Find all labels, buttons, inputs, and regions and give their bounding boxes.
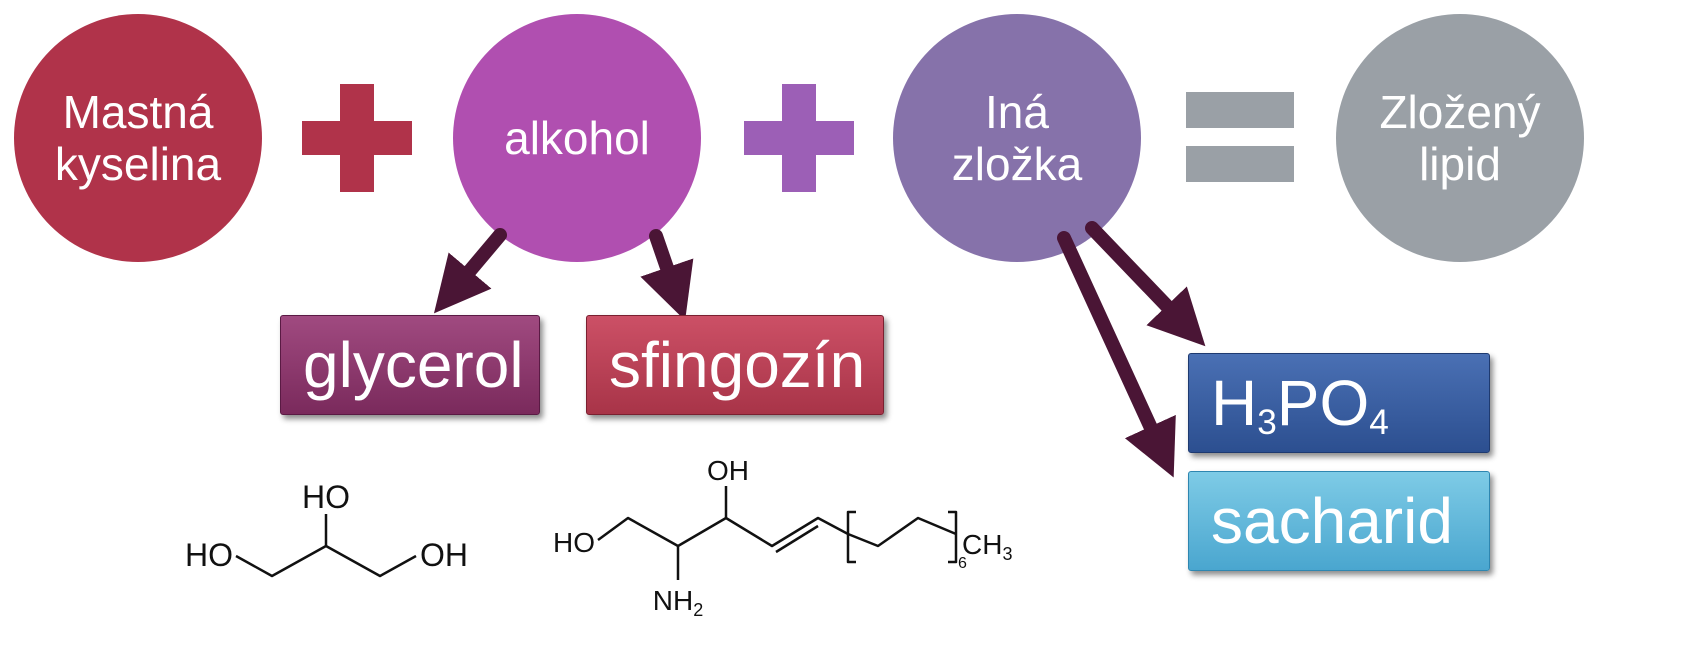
sphingosine-ho: HO [553,527,595,558]
sphingosine-label: sfingozín [609,329,866,401]
saccharide-label: sacharid [1211,485,1453,557]
saccharide-box: sacharid [1188,471,1490,571]
glycerol-ho-top: HO [302,479,350,515]
plus-icon [744,84,854,192]
sphingosine-nh2: NH2 [653,585,703,620]
sphingosine-repeat-count: 6 [958,555,967,572]
phosphoric-acid-label: H3PO4 [1211,367,1389,442]
sphingosine-box: sfingozín [586,315,884,415]
compound-lipid-label: Zložený lipid [1379,86,1541,190]
arrow-to-saccharide [1057,231,1176,478]
other-component-circle: Iná zložka [893,14,1141,262]
sphingosine-oh: OH [707,455,749,486]
alcohol-label: alkohol [504,112,650,164]
sphingosine-ch3: CH3 [962,529,1012,564]
compound-lipid-circle: Zložený lipid [1336,14,1584,262]
glycerol-oh-right: OH [420,537,468,573]
fatty-acid-label: Mastná kyselina [54,86,222,190]
glycerol-ho-left: HO [185,537,233,573]
arrow-to-glycerol [433,228,507,314]
glycerol-box: glycerol [280,315,540,415]
fatty-acid-circle: Mastná kyselina [14,14,262,262]
arrow-to-sphingosine [640,229,694,321]
glycerol-label: glycerol [303,329,524,401]
phosphoric-acid-box: H3PO4 [1188,353,1490,453]
other-component-label: Iná zložka [951,86,1083,190]
plus-icon [302,84,412,192]
alcohol-circle: alkohol [453,14,701,262]
arrow-to-phosphoric-acid [1085,221,1206,347]
